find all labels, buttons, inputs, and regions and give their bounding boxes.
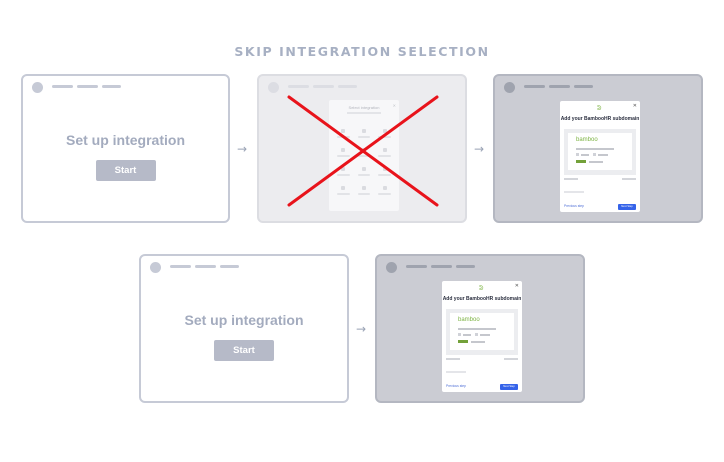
window-bar: [431, 265, 452, 268]
checkbox-icon: [593, 153, 596, 156]
subdomain-input[interactable]: [446, 371, 466, 373]
setup-heading: Set up integration: [66, 132, 185, 148]
bamboo-leaf-icon: ᕲ: [479, 286, 484, 292]
footer-line: [446, 358, 460, 360]
start-button[interactable]: Start: [214, 340, 274, 361]
window-bar: [313, 85, 334, 88]
select-integration-title: Select integration: [348, 105, 380, 110]
window-bar: [77, 85, 98, 88]
window-bar: [406, 265, 427, 268]
previous-step-link[interactable]: Previous step: [446, 384, 466, 388]
text-line: [576, 148, 614, 150]
footer-line: [504, 358, 518, 360]
text-line: [463, 334, 471, 336]
select-integration-window: Select integration ✕: [257, 74, 467, 223]
bamboo-modal-title: Add your BambooHR subdomain: [442, 296, 522, 302]
text-line: [589, 161, 603, 163]
skip-cross-icon: [287, 95, 439, 207]
arrow-right-icon: →: [356, 322, 367, 336]
window-bar: [195, 265, 216, 268]
window-bar: [456, 265, 475, 268]
select-integration-modal: Select integration ✕: [329, 100, 399, 211]
login-button: [458, 340, 468, 343]
close-icon[interactable]: ✕: [632, 103, 637, 109]
preview-panel: bamboo: [564, 129, 636, 175]
bamboo-brand: bamboo: [458, 317, 480, 323]
arrow-right-icon: →: [237, 142, 248, 156]
bamboo-login-card: bamboo: [568, 133, 632, 170]
preview-panel: bamboo: [446, 309, 518, 355]
setup-window-top: Set up integration Start: [21, 74, 230, 223]
integration-option[interactable]: [374, 166, 395, 180]
text-line: [480, 334, 490, 336]
checkbox-icon: [475, 333, 478, 336]
integration-option[interactable]: [374, 185, 395, 199]
window-bar: [102, 85, 121, 88]
setup-window-bottom: Set up integration Start: [139, 254, 349, 403]
arrow-right-icon: →: [474, 142, 485, 156]
window-bar: [170, 265, 191, 268]
bamboo-modal: ✕ ᕲ Add your BambooHR subdomain bamboo P…: [560, 101, 640, 212]
window-dot: [32, 82, 43, 93]
window-bar: [524, 85, 545, 88]
footer-line: [564, 178, 578, 180]
checkbox-icon: [458, 333, 461, 336]
window-bar: [574, 85, 593, 88]
next-step-button[interactable]: Next Step: [500, 384, 518, 390]
window-dot: [386, 262, 397, 273]
checkbox-icon: [576, 153, 579, 156]
close-icon[interactable]: ✕: [392, 103, 396, 108]
integration-option[interactable]: [333, 185, 354, 199]
window-bar: [549, 85, 570, 88]
window-dot: [268, 82, 279, 93]
integration-option[interactable]: [333, 147, 354, 161]
bamboo-leaf-icon: ᕲ: [597, 106, 602, 112]
window-bar: [220, 265, 239, 268]
integration-option[interactable]: [333, 166, 354, 180]
start-button[interactable]: Start: [95, 160, 156, 181]
close-icon[interactable]: ✕: [514, 283, 519, 289]
integration-option[interactable]: [354, 166, 375, 180]
previous-step-link[interactable]: Previous step: [564, 204, 584, 208]
integration-option[interactable]: [354, 128, 375, 142]
text-line: [471, 341, 485, 343]
window-dot: [504, 82, 515, 93]
text-line: [598, 154, 608, 156]
integration-option[interactable]: [374, 147, 395, 161]
bamboo-window-top: ✕ ᕲ Add your BambooHR subdomain bamboo P…: [493, 74, 703, 223]
bamboo-modal-title: Add your BambooHR subdomain: [560, 116, 640, 122]
window-bar: [288, 85, 309, 88]
text-line: [458, 328, 496, 330]
modal-subtitle-line: [347, 112, 381, 114]
bamboo-modal: ✕ ᕲ Add your BambooHR subdomain bamboo P…: [442, 281, 522, 392]
setup-heading: Set up integration: [184, 312, 304, 328]
diagram-title: SKIP INTEGRATION SELECTION: [234, 44, 490, 59]
bamboo-login-card: bamboo: [450, 313, 514, 350]
integration-option[interactable]: [354, 185, 375, 199]
bamboo-brand: bamboo: [576, 137, 598, 143]
window-dot: [150, 262, 161, 273]
next-step-button[interactable]: Next Step: [618, 204, 636, 210]
window-bar: [338, 85, 357, 88]
bamboo-window-bottom: ✕ ᕲ Add your BambooHR subdomain bamboo P…: [375, 254, 585, 403]
window-bar: [52, 85, 73, 88]
login-button: [576, 160, 586, 163]
footer-line: [622, 178, 636, 180]
subdomain-input[interactable]: [564, 191, 584, 193]
text-line: [581, 154, 589, 156]
